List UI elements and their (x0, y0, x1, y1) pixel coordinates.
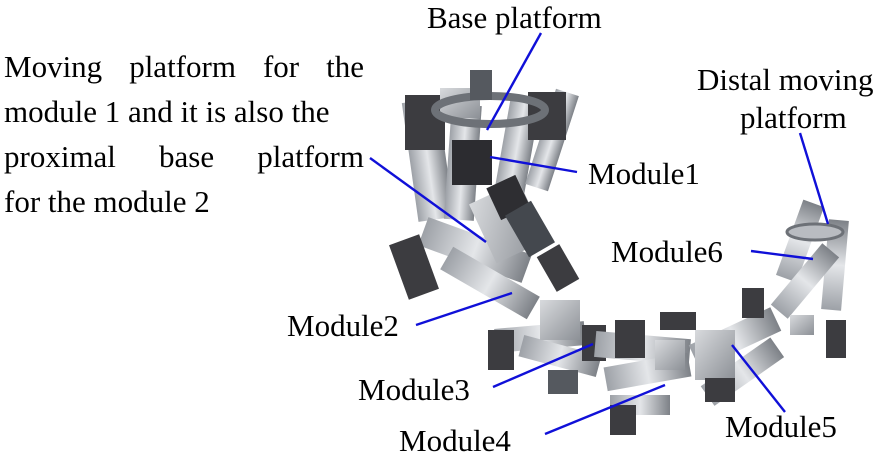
leader-lines (369, 32, 830, 436)
base-platform-label: Base platform (427, 0, 602, 35)
module4-body (594, 320, 692, 435)
module6-label: Module6 (611, 234, 723, 269)
module4-label: Module4 (399, 423, 511, 458)
leader-moving-platform (369, 157, 487, 243)
module2-body (389, 174, 580, 320)
module5-body (660, 307, 785, 406)
module5-label: Module5 (725, 409, 837, 444)
module3-label: Module3 (358, 372, 470, 407)
moving-platform-desc-line-3: proximal base platform (4, 139, 364, 174)
leader-module5 (731, 344, 786, 413)
moving-platform-desc-line-1: Moving platform for the (4, 49, 364, 84)
distal-platform-label-line-1: Distal moving (697, 62, 874, 97)
leader-base-platform (485, 32, 543, 131)
moving-platform-desc-line-4: for the module 2 (4, 184, 210, 219)
module1-label: Module1 (588, 156, 700, 191)
leader-module4 (544, 383, 666, 436)
module2-label: Module2 (287, 308, 399, 343)
moving-platform-desc-line-2: module 1 and it is also the (4, 94, 330, 129)
distal-platform-label-line-2: platform (740, 100, 847, 135)
module6-body (742, 199, 849, 358)
leader-module1 (489, 155, 578, 174)
moving-platform-description: Moving platform for the module 1 and it … (4, 44, 364, 224)
module3-body (488, 300, 606, 394)
leader-distal-platform (798, 132, 830, 225)
leader-module3 (492, 342, 594, 389)
leader-module2 (415, 291, 513, 327)
leader-module6 (750, 249, 814, 261)
